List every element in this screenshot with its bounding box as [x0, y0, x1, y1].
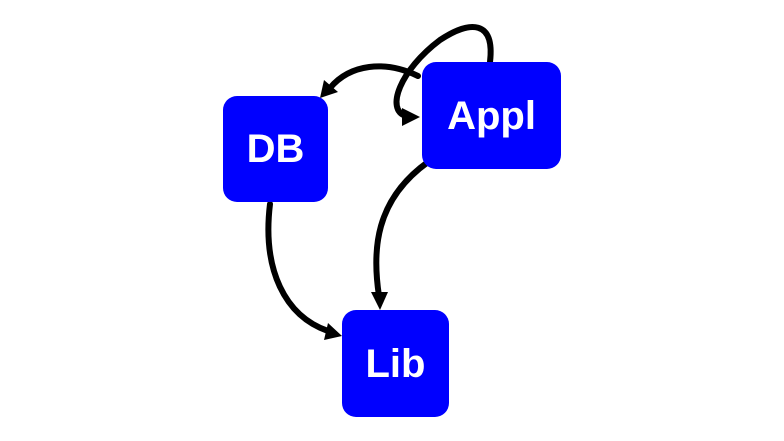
- arrowhead-db-to-lib: [324, 323, 342, 340]
- node-db-label: DB: [246, 127, 305, 171]
- node-appl: Appl: [422, 62, 561, 169]
- edge-appl-to-lib: [373, 159, 431, 299]
- node-db: DB: [223, 96, 328, 202]
- arrowhead-appl-to-lib: [371, 292, 388, 310]
- arrowhead-appl-self-loop: [402, 108, 420, 126]
- node-lib: Lib: [342, 310, 449, 417]
- edge-db-to-lib: [265, 201, 331, 334]
- node-appl-label: Appl: [447, 93, 536, 138]
- edge-appl-self-loop: [393, 24, 494, 119]
- node-lib-label: Lib: [365, 341, 426, 386]
- arrowhead-appl-to-db: [320, 80, 338, 98]
